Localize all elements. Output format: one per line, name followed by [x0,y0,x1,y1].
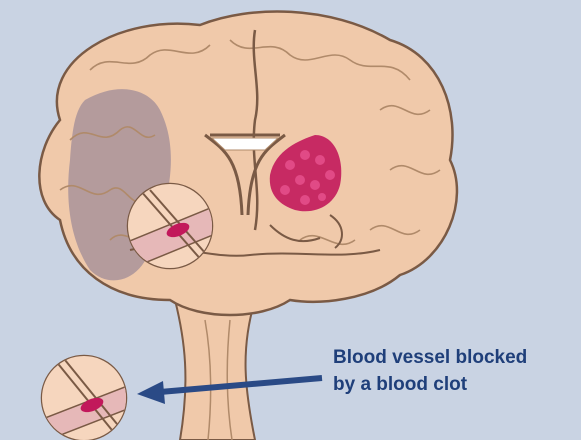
callout-line-1: Blood vessel blocked [333,344,527,371]
zoomed-vessel-circle [40,350,140,440]
callout-line-2: by a blood clot [333,371,527,398]
callout-label: Blood vessel blocked by a blood clot [333,344,527,398]
brain-stem [175,300,255,440]
